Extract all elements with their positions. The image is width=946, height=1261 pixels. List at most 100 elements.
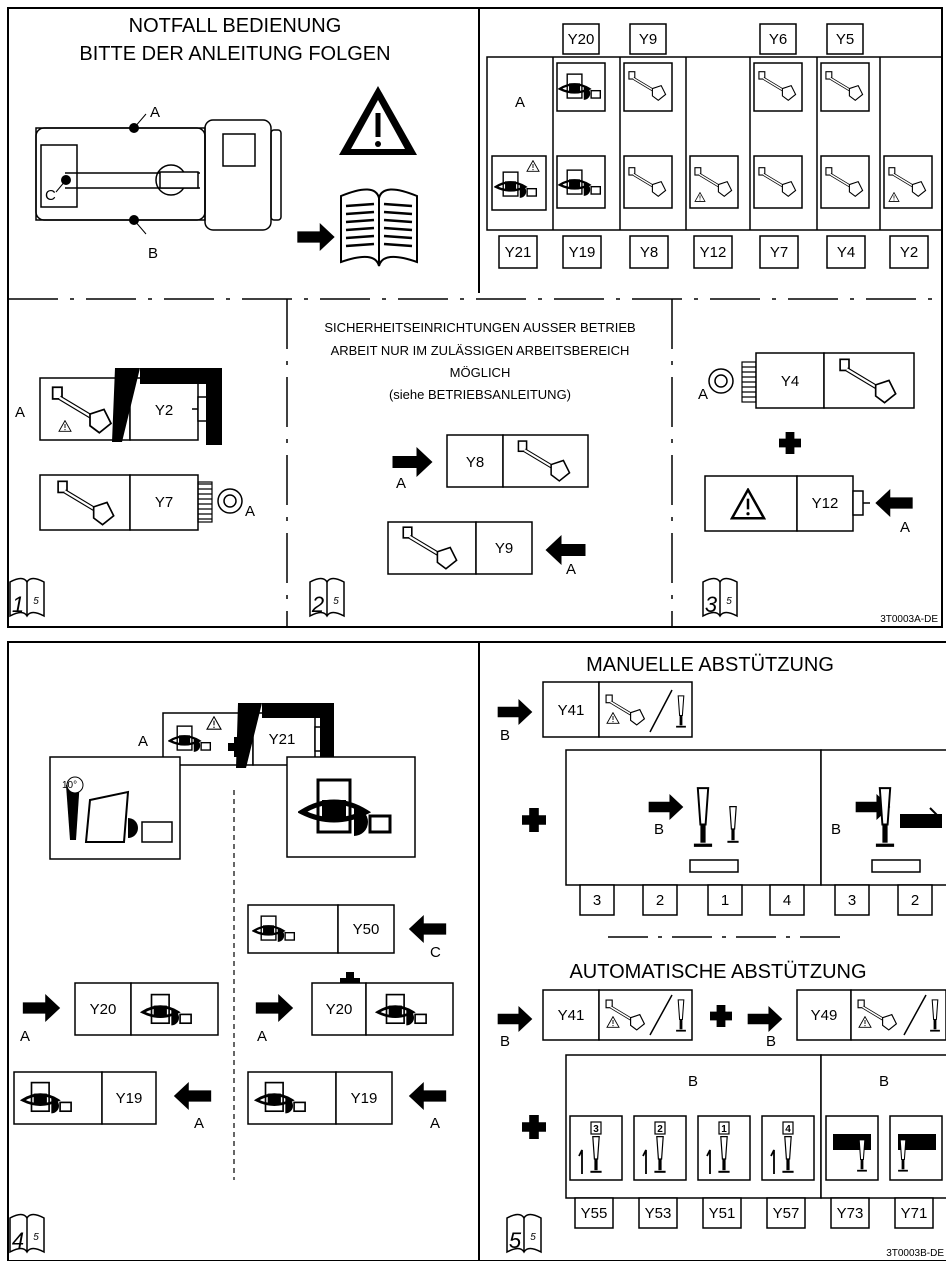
- valve-label-bottom: Y21: [505, 244, 532, 261]
- panel1-title-2: BITTE DER ANLEITUNG FOLGEN: [79, 43, 390, 65]
- code-a: 3T0003A-DE: [880, 614, 938, 625]
- book-5-number: 5: [509, 1228, 522, 1253]
- arrow-left-icon: [173, 1082, 212, 1110]
- book-4-page: 5: [33, 1232, 39, 1243]
- boom-icon: [753, 155, 803, 209]
- step5-b-label-6: B: [688, 1073, 698, 1090]
- valve-label-top: Y9: [639, 31, 657, 48]
- sheet-a: NOTFALL BEDIENUNG BITTE DER ANLEITUNG FO…: [7, 7, 943, 628]
- book-1-number: 1: [12, 592, 24, 617]
- arrow-left-icon: [875, 489, 913, 517]
- valve-label-auto: Y57: [773, 1205, 800, 1222]
- outrigger-number: 3: [593, 892, 601, 909]
- arrow-right-icon: [497, 699, 533, 725]
- slew-warning-icon: [491, 155, 547, 211]
- step1-valve-bottom: Y7: [155, 494, 173, 511]
- step3-a-label-1: A: [698, 386, 708, 403]
- book-2-page: 5: [333, 596, 339, 607]
- point-b-label: B: [148, 245, 158, 262]
- boom-icon: [623, 155, 673, 209]
- step2-valve-b: Y9: [495, 540, 513, 557]
- leg-number: 3: [593, 1124, 599, 1135]
- leg-number: 2: [657, 1124, 663, 1135]
- step4-valve-y19-right: Y19: [351, 1090, 378, 1107]
- book-3-number: 3: [705, 592, 718, 617]
- boom-warning-icon: [689, 155, 739, 209]
- valve-label-top: Y5: [836, 31, 854, 48]
- step2-a-label-1: A: [396, 475, 406, 492]
- step4-a-label-1: A: [20, 1028, 30, 1045]
- valve-label-bottom: Y7: [770, 244, 788, 261]
- step2-valve-a: Y8: [466, 454, 484, 471]
- step2-a-label-2: A: [566, 561, 576, 578]
- point-c-label: C: [45, 187, 56, 204]
- book-badge-1: 1 5: [9, 577, 45, 618]
- truck-top-view-icon: [35, 113, 282, 235]
- step5-b-label-3: B: [831, 821, 841, 838]
- outrigger-number: 1: [721, 892, 729, 909]
- step5-b-label-7: B: [879, 1073, 889, 1090]
- leg-number: 1: [721, 1124, 727, 1135]
- step3-valve-bottom: Y12: [812, 495, 839, 512]
- book-badge-2: 2 5: [309, 577, 345, 618]
- book-badge-3: 3 5: [702, 577, 738, 618]
- valve-label-auto: Y51: [709, 1205, 736, 1222]
- point-a-label: A: [150, 104, 160, 121]
- arrow-right-icon: [22, 994, 61, 1022]
- sheet-b: Y21 A 10° Y50 C A Y20: [7, 641, 946, 1261]
- plus-icon: [779, 432, 801, 454]
- slew-icon: [556, 62, 606, 112]
- step4-a-label-top: A: [138, 733, 148, 750]
- outrigger-number: 2: [911, 892, 919, 909]
- step4-valve-y20-right: Y20: [326, 1001, 353, 1018]
- book-3-page: 5: [726, 596, 732, 607]
- arrow-right-icon: [747, 1006, 783, 1032]
- arrow-right-icon: [497, 1006, 533, 1032]
- step4-valve-y20-left: Y20: [90, 1001, 117, 1018]
- step5-b-label-2: B: [654, 821, 664, 838]
- step3: [704, 352, 915, 532]
- panel1-title-1: NOTFALL BEDIENUNG: [129, 15, 342, 37]
- step4-a-label-4: A: [430, 1115, 440, 1132]
- book-4-number: 4: [12, 1228, 24, 1253]
- arrow-to-manual-icon: [297, 223, 335, 251]
- step2-line3: MÖGLICH: [450, 365, 511, 380]
- book-badge-4: 4 5: [9, 1213, 45, 1254]
- outrigger-number: 3: [848, 892, 856, 909]
- slew-illustration: [286, 756, 416, 858]
- valve-label-top: Y20: [568, 31, 595, 48]
- arrow-right-icon: [392, 447, 433, 477]
- arrow-left-icon: [408, 915, 447, 943]
- plus-icon: [522, 1115, 546, 1139]
- step5-b-label-4: B: [500, 1033, 510, 1050]
- step2-line2: ARBEIT NUR IM ZULÄSSIGEN ARBEITSBEREICH: [331, 343, 630, 358]
- boom-icon: [753, 62, 803, 112]
- outrigger-number: 4: [783, 892, 791, 909]
- slew-icon: [556, 155, 606, 209]
- step4-a-label-2: A: [257, 1028, 267, 1045]
- step5-valve-y41-auto: Y41: [558, 1007, 585, 1024]
- valve-label-auto: Y53: [645, 1205, 672, 1222]
- book-2-number: 2: [311, 592, 324, 617]
- valve-label-auto: Y71: [901, 1205, 928, 1222]
- valve-label-bottom: Y2: [900, 244, 918, 261]
- valve-label-bottom: Y8: [640, 244, 658, 261]
- matrix-label-a: A: [515, 94, 525, 111]
- step4-valve-top: Y21: [269, 731, 296, 748]
- valve-matrix: A: [486, 56, 943, 231]
- step3-a-label-2: A: [900, 519, 910, 536]
- step5-b-label-5: B: [766, 1033, 776, 1050]
- valve-label-top: Y6: [769, 31, 787, 48]
- step1-a-label: A: [15, 404, 25, 421]
- valve-label-auto: Y55: [581, 1205, 608, 1222]
- step1-a-label-right: A: [245, 503, 255, 520]
- degree-label: 10°: [62, 780, 77, 791]
- book-1-page: 5: [33, 596, 39, 607]
- plus-icon: [710, 1005, 732, 1027]
- leg-extend-icons: [825, 1115, 943, 1181]
- book-5-page: 5: [530, 1232, 536, 1243]
